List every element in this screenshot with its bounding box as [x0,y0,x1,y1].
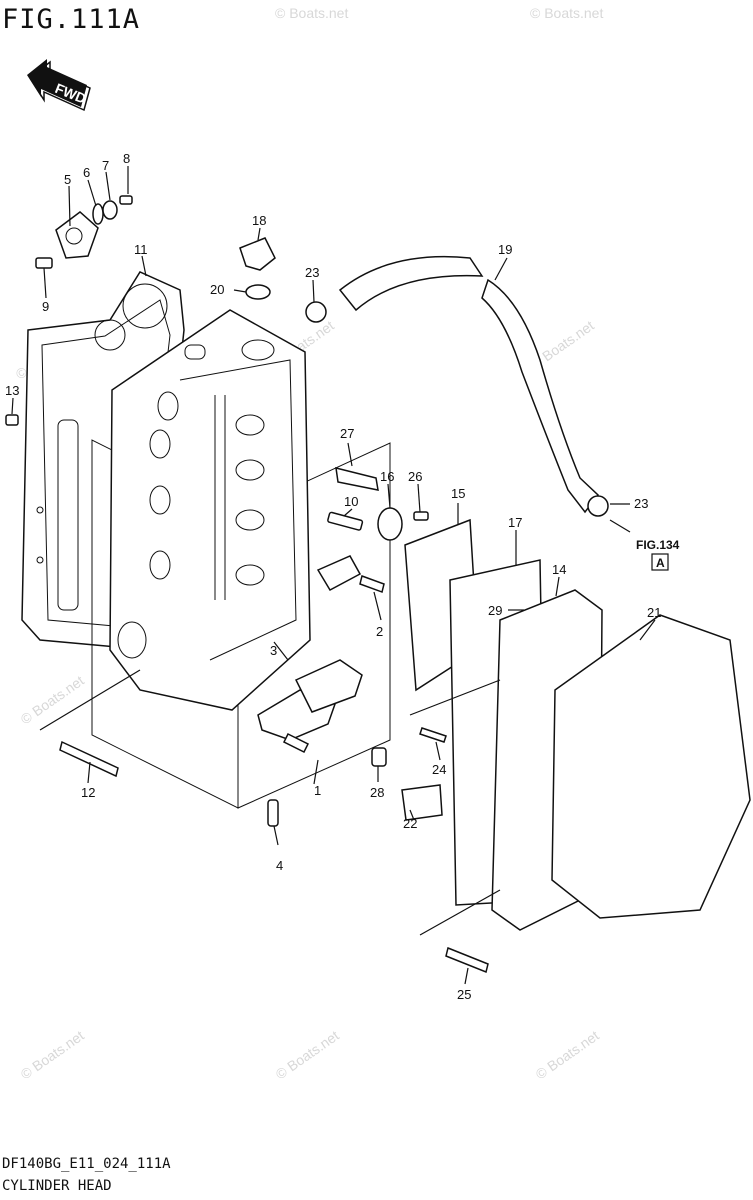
callout-labels: 1 2 3 4 5 6 7 8 9 10 11 12 13 14 15 16 1… [5,151,661,1002]
callout-20: 20 [210,282,224,297]
callout-23-right: 23 [634,496,648,511]
callout-5: 5 [64,172,71,187]
watermark-text: © Boats.net [273,1027,342,1082]
bolts [59,575,489,974]
callout-3: 3 [270,643,277,658]
callout-23-top: 23 [305,265,319,280]
oil-filler-cap [239,237,276,300]
callout-14: 14 [552,562,566,577]
watermark-text: © Boats.net [18,1027,87,1082]
callout-16: 16 [380,469,394,484]
callout-29: 29 [488,603,502,618]
thermostat-cover [35,195,133,269]
watermark-text: © Boats.net [533,1027,602,1082]
callout-21: 21 [647,605,661,620]
callout-13: 13 [5,383,19,398]
callout-24: 24 [432,762,446,777]
callout-18: 18 [252,213,266,228]
watermark-text: © Boats.net [530,5,603,21]
camshaft-caps [257,555,363,741]
callout-9: 9 [42,299,49,314]
dowel-13 [5,414,19,426]
callout-2: 2 [376,624,383,639]
plug-28 [371,747,387,767]
callout-6: 6 [83,165,90,180]
watermark-text: © Boats.net [275,5,348,21]
outer-cover [551,614,751,919]
callout-8: 8 [123,151,130,166]
figure-reference-letter: A [656,556,665,570]
breather-hose [305,255,609,517]
callout-22: 22 [403,816,417,831]
figure-reference-text[interactable]: FIG.134 [636,538,680,552]
bracket-22 [401,784,443,821]
callout-1: 1 [314,783,321,798]
callout-17: 17 [508,515,522,530]
callout-7: 7 [102,158,109,173]
leader-lines [11,166,656,985]
callout-19: 19 [498,242,512,257]
spark-plug [327,467,429,541]
callout-12: 12 [81,785,95,800]
callout-11: 11 [134,242,148,257]
callout-10: 10 [344,494,358,509]
fwd-arrow-icon: FWD [27,59,91,112]
watermark-text: © Boats.net [18,672,87,727]
figure-reference-link[interactable]: FIG.134 A [636,538,680,571]
figure-title: FIG.111A [2,4,141,35]
model-code: DF140BG_E11_024_111A [2,1156,171,1172]
callout-26: 26 [408,469,422,484]
callout-4: 4 [276,858,283,873]
cylinder-head [91,309,391,809]
callout-28: 28 [370,785,384,800]
section-title: CYLINDER HEAD [2,1178,112,1194]
callout-27: 27 [340,426,354,441]
callout-15: 15 [451,486,465,501]
callout-25: 25 [457,987,471,1002]
